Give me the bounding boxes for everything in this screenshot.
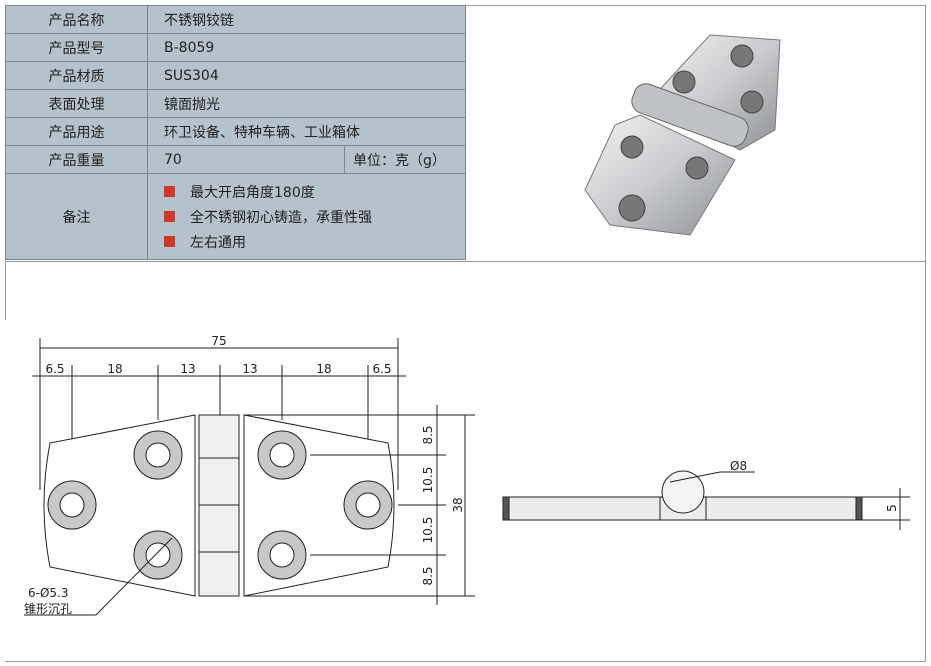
- note-text: 全不锈钢初心铸造，承重性强: [190, 209, 372, 226]
- bullet-icon: [164, 186, 175, 197]
- notes-label: 备注: [5, 173, 148, 260]
- row-label: 产品重量: [5, 145, 148, 174]
- dim-height: 8.5: [421, 566, 435, 585]
- dim-overall-width: 75: [211, 334, 226, 348]
- dim-height: 10.5: [421, 517, 435, 544]
- table-row: 产品用途环卫设备、特种车辆、工业箱体: [5, 117, 466, 146]
- bullet-icon: [164, 236, 175, 247]
- hole-callout: 6-Ø5.3: [28, 586, 69, 600]
- bullet-icon: [164, 211, 175, 222]
- table-row: 产品名称不锈钢铰链: [5, 5, 466, 34]
- top-view-drawing: 75 6.5 18 13 13 18 6.5 8.5 10.5 10.5 8.5…: [24, 334, 475, 616]
- row-value: B-8059: [147, 33, 466, 62]
- dim-segment: 13: [180, 362, 195, 376]
- row-label: 产品型号: [5, 33, 148, 62]
- dim-segment: 13: [242, 362, 257, 376]
- dim-height: 8.5: [421, 425, 435, 444]
- dim-height: 10.5: [421, 467, 435, 494]
- knuckle: [631, 83, 749, 147]
- table-row: 表面处理镜面抛光: [5, 89, 466, 118]
- row-label: 产品名称: [5, 5, 148, 34]
- dim-segment: 18: [316, 362, 331, 376]
- row-label: 产品材质: [5, 61, 148, 90]
- hole-type: 锥形沉孔: [24, 602, 72, 616]
- section-divider: [5, 261, 926, 320]
- row-label: 表面处理: [5, 89, 148, 118]
- note-text: 最大开启角度180度: [190, 184, 315, 201]
- row-value: 不锈钢铰链: [147, 5, 466, 34]
- dim-segment: 18: [107, 362, 122, 376]
- note-text: 左右通用: [190, 234, 246, 251]
- row-value: 环卫设备、特种车辆、工业箱体: [147, 117, 466, 146]
- notes-list: 最大开启角度180度 全不锈钢初心铸造，承重性强 左右通用: [147, 173, 466, 260]
- row-label: 产品用途: [5, 117, 148, 146]
- note-item: 最大开启角度180度: [164, 182, 465, 202]
- note-item: 左右通用: [164, 232, 465, 252]
- pin-diameter: Ø8: [730, 459, 747, 473]
- row-value: SUS304: [147, 61, 466, 90]
- row-value: 70: [147, 145, 345, 174]
- note-item: 全不锈钢初心铸造，承重性强: [164, 207, 465, 227]
- product-photo: [584, 34, 781, 236]
- dim-segment: 6.5: [45, 362, 64, 376]
- table-row: 备注 最大开启角度180度 全不锈钢初心铸造，承重性强 左右通用: [5, 173, 466, 260]
- dim-overall-height: 38: [451, 497, 465, 512]
- countersunk-holes: [47, 430, 393, 580]
- side-view-drawing: Ø8 5: [502, 459, 910, 530]
- dim-thickness: 5: [885, 504, 899, 512]
- row-value: 镜面抛光: [147, 89, 466, 118]
- weight-unit: 单位：克（g）: [344, 145, 466, 174]
- dim-segment: 6.5: [372, 362, 391, 376]
